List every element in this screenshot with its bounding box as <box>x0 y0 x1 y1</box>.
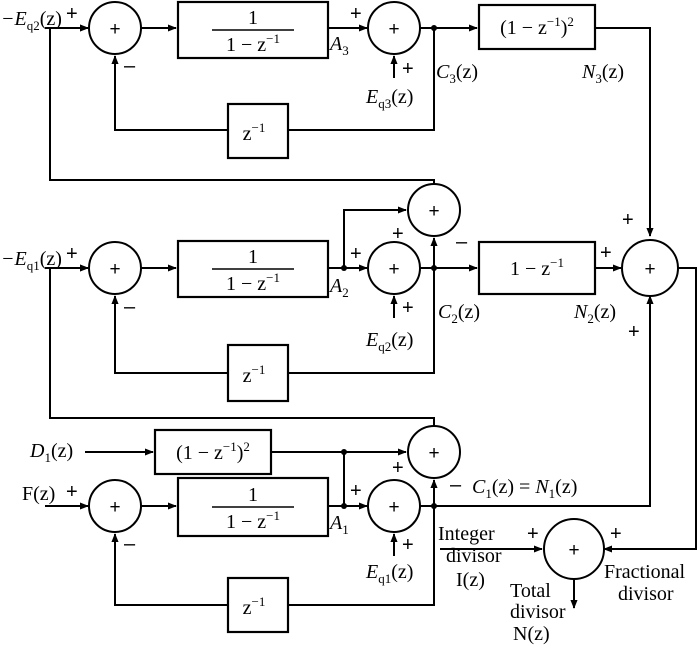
stage-1: + 1 1 − z−1 + z−1 <box>45 295 654 634</box>
label-n2: N2(z) <box>573 301 616 326</box>
label-neg-eq1: −Eq1(z) <box>1 248 62 273</box>
wire-c1-feedback-b <box>111 533 228 606</box>
sign-s3a-fb: – <box>124 55 136 77</box>
wire-c2-feedback-a <box>288 268 435 374</box>
output-summer: + <box>603 239 697 553</box>
label-a3: A3 <box>328 33 349 58</box>
sign-fractional: + <box>610 523 622 545</box>
wire-c1-feedback-a <box>288 506 435 606</box>
wire-a2-to-e2 <box>343 206 407 268</box>
delay2-label: z−1 <box>243 362 266 387</box>
sign-integer: + <box>527 523 539 545</box>
wire-e1-out <box>49 264 435 426</box>
summer-e2-symbol: + <box>428 201 439 222</box>
label-c3: C3(z) <box>436 61 478 86</box>
sign-s3a-in: + <box>66 3 78 25</box>
label-fractional: Fractional <box>604 561 686 583</box>
summer-s1b-symbol: + <box>388 497 399 518</box>
sign-s2b-in: + <box>350 243 362 265</box>
sign-s2b-eq: + <box>402 297 414 319</box>
sign-e2-a: + <box>392 223 404 245</box>
sign-s1a-in: + <box>66 481 78 503</box>
stage-3: + 1 1 − z−1 + (1 − z−1)2 z−1 <box>45 0 654 237</box>
label-total: Total <box>510 580 551 602</box>
wire-n3 <box>595 27 654 237</box>
wire-c1-n1 <box>420 295 654 507</box>
label-d1: D1(z) <box>29 440 73 465</box>
label-n-z: N(z) <box>513 623 550 645</box>
summer-s3b-symbol: + <box>388 19 399 40</box>
diff1-label: 1 − z−1 <box>510 255 564 280</box>
error-summer-1: (1 − z−1)2 + <box>49 264 461 509</box>
sign-e1-d: + <box>392 457 404 479</box>
wire-c3-feedback-a <box>288 28 435 131</box>
sign-n3: + <box>622 209 634 231</box>
label-n3: N3(z) <box>581 61 624 86</box>
delay-block-3 <box>226 102 290 160</box>
acc1-denominator: 1 − z−1 <box>226 508 280 533</box>
label-f: F(z) <box>22 483 55 505</box>
diff1-block <box>477 240 597 296</box>
acc3-numerator: 1 <box>248 7 258 29</box>
label-i-z: I(z) <box>456 569 485 591</box>
wire-c3-feedback-b <box>111 55 228 131</box>
wire-c2-feedback-b <box>111 295 228 374</box>
acc1-numerator: 1 <box>248 484 258 506</box>
sign-s1b-eq: + <box>402 534 414 556</box>
label-integer-divisor: divisor <box>446 545 502 567</box>
junction-a1 <box>341 503 347 509</box>
sign-s1a-fb: – <box>124 533 136 555</box>
sign-s3b-in: + <box>350 3 362 25</box>
summer-s2b-symbol: + <box>388 259 399 280</box>
stage-2: + 1 1 − z−1 + 1 − z−1 z−1 <box>45 239 622 403</box>
summer-s1a-symbol: + <box>109 497 120 518</box>
sign-n2: + <box>600 242 612 264</box>
label-eq3: Eq3(z) <box>365 86 413 111</box>
diff2-block-top <box>477 3 597 51</box>
label-integer: Integer <box>438 523 495 545</box>
label-total-divisor: divisor <box>510 601 566 623</box>
junction-e1-in <box>341 449 347 455</box>
delay1-label: z−1 <box>243 594 266 619</box>
acc3-denominator: 1 − z−1 <box>226 31 280 56</box>
diff2-block-bottom <box>153 428 273 476</box>
sign-e2-c: – <box>456 231 468 253</box>
sign-s3b-eq: + <box>402 58 414 80</box>
summer-s3a-symbol: + <box>109 19 120 40</box>
delay3-label: z−1 <box>243 120 266 145</box>
label-fractional-divisor: divisor <box>618 583 674 605</box>
junction-a2 <box>341 265 347 271</box>
wire-fractional <box>603 267 697 553</box>
label-eq1b: Eq1(z) <box>365 561 413 586</box>
delay-block-1 <box>226 576 290 634</box>
label-eq2b: Eq2(z) <box>365 329 413 354</box>
summer-total-symbol: + <box>568 540 579 561</box>
diff2-top-label: (1 − z−1)2 <box>500 14 574 39</box>
sign-labels: + – + + + + – + – + + + + + – + – + + + … <box>66 3 640 556</box>
sign-n1: + <box>628 321 640 343</box>
label-neg-eq2: −Eq2(z) <box>1 8 62 33</box>
label-c1-n1: C1(z) = N1(z) <box>472 476 577 501</box>
diff2-bottom-label: (1 − z−1)2 <box>176 439 250 464</box>
summer-s2a-symbol: + <box>109 259 120 280</box>
wire-e2-out <box>49 24 435 184</box>
acc2-numerator: 1 <box>248 246 258 268</box>
junction-c3 <box>431 25 437 31</box>
total-divisor-summer: + <box>440 518 605 609</box>
error-summer-2: + <box>49 24 461 271</box>
summer-e1-symbol: + <box>428 443 439 464</box>
sign-s2a-fb: – <box>124 296 136 318</box>
sign-e1-c: – <box>450 474 462 496</box>
label-a1: A1 <box>328 512 349 537</box>
sign-s1b-in: + <box>350 480 362 502</box>
acc2-denominator: 1 − z−1 <box>226 270 280 295</box>
sign-s2a-in: + <box>66 243 78 265</box>
signal-labels: −Eq2(z) A3 C3(z) N3(z) Eq3(z) −Eq1(z) A2… <box>1 8 686 645</box>
summer-nz-symbol: + <box>644 259 655 280</box>
label-a2: A2 <box>328 275 349 300</box>
label-c2: C2(z) <box>438 301 480 326</box>
